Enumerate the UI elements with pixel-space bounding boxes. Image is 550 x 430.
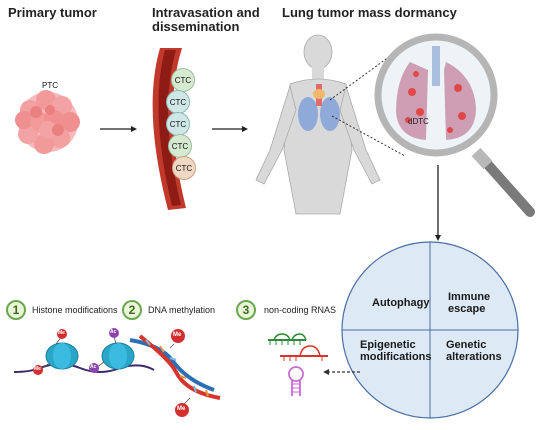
arrow-to-mechanisms [435,165,441,241]
primary-tumor-cluster [15,90,80,154]
mechanism-circle [341,241,519,419]
mark-ac: Ac [90,364,97,370]
dna-illustration [129,329,221,417]
ctc-cell: CTC [166,90,190,114]
magnifying-glass [374,33,535,217]
quadrant-immune-escape: Immune escape [448,291,491,315]
quadrant-epigenetic: Epigenetic modifications [360,339,432,363]
arrow-tumor-to-vessel [100,126,137,132]
histone-illustration [13,328,155,375]
ctc-label: CTC [169,97,187,107]
mechanism-label-histone: Histone modifications [32,305,118,315]
arrow-vessel-to-body [212,126,248,132]
ctc-label: CTC [175,163,193,173]
quadrant-genetic: Genetic alterations [446,339,502,363]
mechanism-number-badge: 2 [122,300,142,320]
ctc-cell: CTC [172,156,196,180]
arrow-epigenetic-to-rna [323,369,360,375]
mark-me: Me [173,332,182,338]
mark-ac: Ac [110,329,117,335]
label-dtc: dDTC [408,117,429,126]
mechanism-number-badge: 3 [236,300,256,320]
mark-me: Me [58,330,65,336]
ctc-cell: CTC [166,112,190,136]
mechanism-number-badge: 1 [6,300,26,320]
ctc-label: CTC [171,141,189,151]
title-lung-dormancy: Lung tumor mass dormancy [282,5,457,20]
rna-illustration [268,333,328,396]
label-ptc: PTC [42,81,58,90]
ctc-label: CTC [174,75,192,85]
mechanism-label-rna: non-coding RNAS [264,305,337,315]
mark-me: Me [177,406,186,412]
mechanism-label-dna: DNA methylation [148,305,216,315]
title-primary-tumor: Primary tumor [8,5,97,20]
ctc-cell: CTC [168,134,192,158]
quadrant-autophagy: Autophagy [372,297,430,309]
mark-me: Me [34,366,41,372]
ctc-label: CTC [169,119,187,129]
title-intravasation: Intravasation and dissemination [152,5,260,34]
ctc-cell: CTC [171,68,195,92]
human-body [255,34,381,215]
